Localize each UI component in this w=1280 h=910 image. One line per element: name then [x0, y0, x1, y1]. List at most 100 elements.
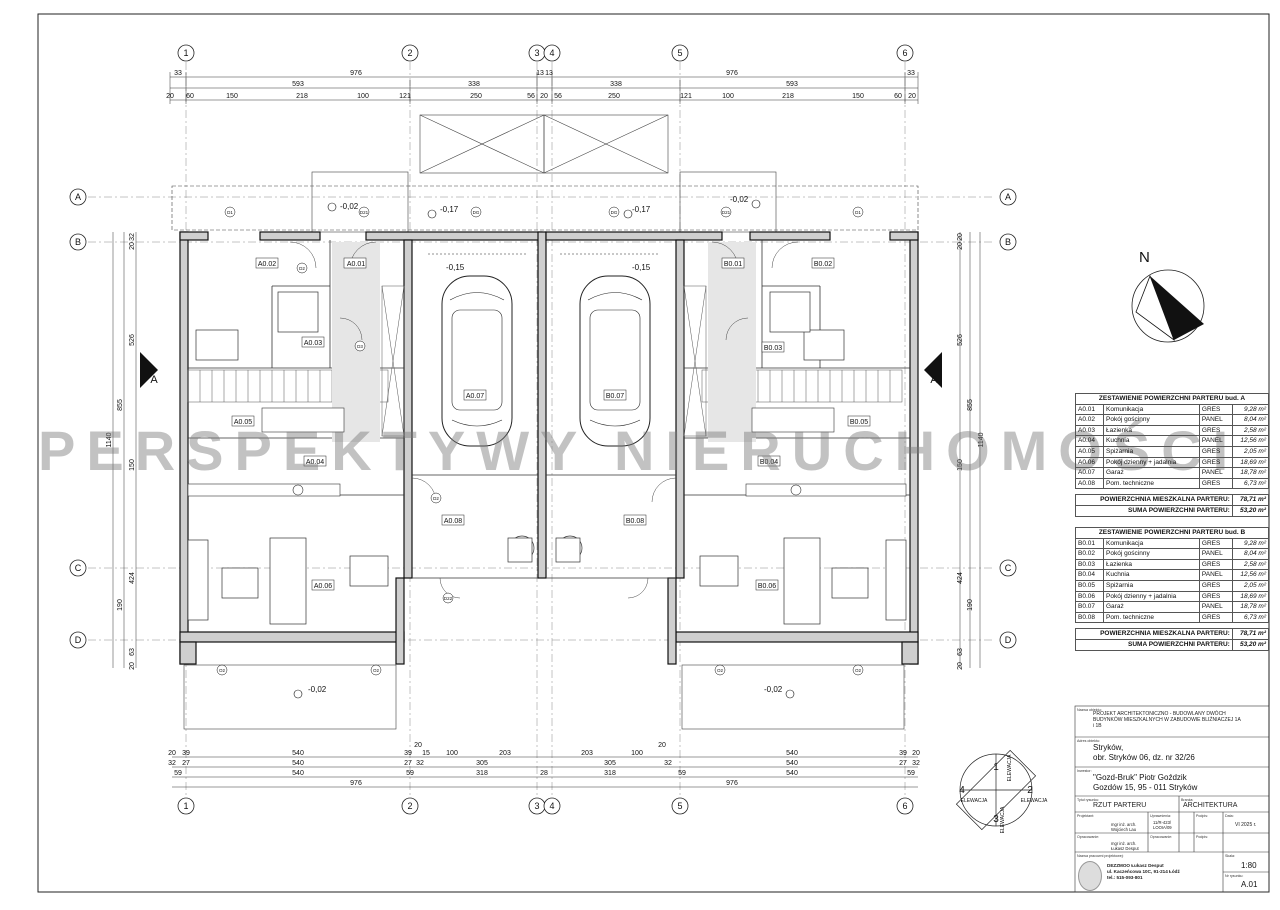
dim-bottom-r4: 976	[350, 780, 362, 787]
studio-address: ul. Kaczeńcowa 10C, 91-214 Łódź	[1107, 869, 1180, 874]
title-block-frame	[1074, 705, 1270, 893]
dim-bottom-r2: 27	[404, 760, 412, 767]
axis-left-A: A	[75, 192, 81, 202]
dim-bottom-r1: 20	[912, 750, 920, 757]
room-label: A0.07	[466, 393, 484, 400]
elevation-mark: -0,02	[340, 202, 359, 211]
branch-label: Branża:	[1181, 798, 1194, 802]
north-arrow	[1131, 269, 1205, 343]
sign-label: Podpis:	[1196, 814, 1208, 818]
table-b-living: 78,71 m²	[1231, 628, 1270, 640]
dim-top-r3: 100	[357, 93, 369, 100]
studio-phone: tel.: 515-093-801	[1107, 875, 1143, 880]
table-b-total: 53,20 m²	[1231, 638, 1270, 651]
table-b-living-label: POWIERZCHNIA MIESZKALNA PARTERU:	[1075, 628, 1233, 640]
dim-bottom-r2: 305	[604, 760, 616, 767]
sheet-number: A.01	[1241, 880, 1258, 889]
dim-left: 150	[129, 459, 136, 471]
elevation-key-word: ELEWACJA	[1021, 798, 1048, 804]
dim-top-r1: 976	[726, 70, 738, 77]
axis-left-B: B	[75, 237, 81, 247]
room-label: B0.03	[764, 345, 782, 352]
dim-left: 20	[129, 242, 136, 250]
door-tag: D2	[433, 496, 439, 501]
dim-top-r3: 20	[166, 93, 174, 100]
dim-top-r3: 56	[554, 93, 562, 100]
dim-left: 424	[129, 572, 136, 584]
axis-bottom-5: 5	[677, 801, 682, 811]
window-tag: O2	[373, 668, 380, 673]
door-tag: D21	[360, 210, 369, 215]
axis-bottom-2: 2	[407, 801, 412, 811]
axis-top-5: 5	[677, 48, 682, 58]
dim-top-r3: 250	[470, 93, 482, 100]
dim-bottom-r1: 203	[499, 750, 511, 757]
room-label: A0.03	[304, 340, 322, 347]
axis-right-D: D	[1005, 635, 1012, 645]
table-b-total-label: SUMA POWIERZCHNI PARTERU:	[1075, 638, 1233, 651]
dim-top-r1: 33	[174, 70, 182, 77]
elevation-mark: -0,17	[632, 205, 651, 214]
elevation-key	[955, 749, 1037, 831]
dim-bottom-r1: 540	[292, 750, 304, 757]
door-tag: D2	[299, 266, 305, 271]
dim-right: 20	[957, 233, 964, 241]
drafter-sign-label: Podpis:	[1196, 835, 1208, 839]
dim-left: 1140	[106, 432, 113, 447]
drawing-label: Tytuł rysunku:	[1077, 798, 1100, 802]
dim-bottom-r1: 15	[422, 750, 430, 757]
dim-top-r3: 218	[296, 93, 308, 100]
dim-top-r1: 13	[545, 70, 553, 77]
room-label: A0.05	[234, 419, 252, 426]
room-label: B0.08	[626, 518, 644, 525]
address-line-1: Stryków,	[1093, 743, 1124, 752]
dim-left: 526	[129, 334, 136, 346]
room-label: A0.02	[258, 261, 276, 268]
branch-value: ARCHITEKTURA	[1183, 802, 1238, 809]
drafter-permission-label: Opracowanie:	[1150, 835, 1173, 839]
dim-bottom-r1: 39	[899, 750, 907, 757]
designer-label: Projektant:	[1077, 814, 1095, 818]
sheet-label: Nr rysunku:	[1225, 874, 1244, 878]
drafter-name: mgr inż. arch. Łukasz Desput	[1111, 841, 1139, 851]
scale-value: 1:80	[1241, 861, 1257, 870]
window-tag: O2	[717, 668, 724, 673]
dim-top-r1: 976	[350, 70, 362, 77]
address-line-2: obr. Stryków 06, dz. nr 32/26	[1093, 753, 1195, 762]
room-label: B0.01	[724, 261, 742, 268]
drawing-title: RZUT PARTERU	[1093, 802, 1147, 809]
dim-bottom-r0: 20	[658, 742, 666, 749]
studio-name: DEZZMOO Łukasz Desput	[1107, 863, 1164, 868]
room-label: B0.05	[850, 419, 868, 426]
dim-bottom-r3: 28	[540, 770, 548, 777]
elevation-key-4: 4	[959, 785, 965, 796]
dim-top-r2: 593	[292, 81, 304, 88]
axis-right-B: B	[1005, 237, 1011, 247]
dim-bottom-r2: 540	[786, 760, 798, 767]
elevation-mark: -0,15	[446, 263, 465, 272]
investor-line-1: "Gozd-Bruk" Piotr Goździk	[1093, 773, 1187, 782]
studio-label: Nazwa pracowni projektowej:	[1077, 854, 1124, 858]
table-a-living: 78,71 m²	[1231, 494, 1270, 506]
studio-logo	[1078, 861, 1102, 891]
elevation-key-word: ELEWACJA	[1000, 806, 1006, 833]
permission-label: Uprawnienia:	[1150, 814, 1171, 818]
door-tag: D3	[357, 344, 363, 349]
axis-bottom-3: 3	[534, 801, 539, 811]
axis-bottom-1: 1	[183, 801, 188, 811]
door-tag: DG	[611, 210, 618, 215]
dim-bottom-r1: 20	[168, 750, 176, 757]
dim-bottom-r1: 39	[182, 750, 190, 757]
